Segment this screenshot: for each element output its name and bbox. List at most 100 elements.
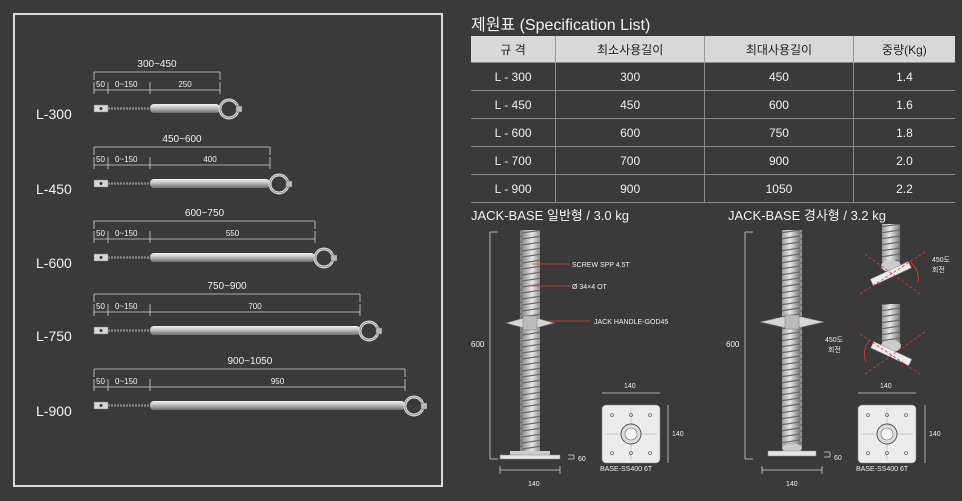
range-label: 900~1050	[227, 356, 273, 367]
base-plate-top-view: 140 140 BASE-SS400 6T	[856, 383, 941, 473]
plate-material-label: BASE-SS400 6T	[600, 466, 653, 473]
cell: 1050	[704, 174, 854, 203]
segment-b-label: 0~150	[115, 377, 138, 386]
segment-c-label: 250	[178, 80, 192, 89]
cell: L - 600	[471, 118, 556, 147]
cell: 300	[555, 62, 705, 91]
jack-general-title: JACK-BASE 일반형 / 3.0 kg	[471, 208, 629, 223]
size-diagram-svg	[93, 71, 428, 417]
segment-b-label: 0~150	[115, 229, 138, 238]
base-plate-side	[767, 450, 817, 457]
segment-c-label: 700	[248, 302, 262, 311]
table-row: L - 300 300 450 1.4	[471, 62, 955, 91]
range-label: 450~600	[162, 134, 202, 145]
support-tube	[150, 401, 405, 410]
height-dim-label: 600	[471, 340, 485, 349]
cell: 1.8	[852, 118, 955, 147]
jack-incline-title: JACK-BASE 경사형 / 3.2 kg	[728, 208, 886, 223]
support-tube	[150, 253, 315, 262]
rotation-label-top: 450도	[932, 256, 951, 264]
segment-a-label: 50	[96, 377, 105, 386]
cell: L - 900	[471, 174, 556, 203]
support-tube	[150, 326, 360, 335]
col-header: 중량(Kg)	[852, 36, 955, 63]
plate-width-label: 140	[624, 383, 636, 390]
segment-c-label: 950	[270, 377, 285, 386]
segment-c-label: 400	[203, 155, 217, 164]
model-label: L-300	[36, 106, 72, 122]
rotation-label-bottom: 450도	[825, 336, 844, 344]
cell: 700	[555, 146, 705, 175]
cell: 450	[555, 90, 705, 119]
col-header: 규 격	[471, 36, 556, 63]
model-label: L-450	[36, 181, 72, 197]
segment-a-label: 50	[96, 80, 105, 89]
spec-table: 규 격 최소사용길이 최대사용길이 중량(Kg) L - 300 300 450…	[471, 36, 955, 203]
diameter-label: Ø 34×4 OT	[572, 284, 608, 291]
cell: 600	[555, 118, 705, 147]
cell: 2.2	[852, 174, 955, 203]
cell: 1.6	[852, 90, 955, 119]
clamp-bolt	[330, 254, 338, 262]
height-dimension	[489, 231, 498, 460]
col-header: 최소사용길이	[555, 36, 705, 63]
base-dim-label: 140	[528, 481, 540, 488]
plate-height-label: 140	[929, 431, 941, 438]
segment-a-label: 50	[96, 302, 105, 311]
clamp-bolt	[375, 327, 383, 335]
support-tube	[150, 104, 220, 113]
red-leaders	[532, 263, 590, 322]
plate-height-label: 140	[672, 431, 684, 438]
plate-width-label: 140	[880, 383, 892, 390]
base-plate-top-view: 140 140 BASE-SS400 6T	[600, 383, 684, 473]
thick-dim-label: 60	[834, 455, 842, 462]
spec-title: 제원표 (Specification List)	[471, 17, 651, 34]
plate-material-label: BASE-SS400 6T	[856, 466, 909, 473]
handle-label: JACK HANDLE-GOD45	[594, 319, 668, 326]
model-label: L-600	[36, 255, 72, 271]
height-dim-label: 600	[726, 340, 740, 349]
segment-a-label: 50	[96, 155, 105, 164]
cell: L - 450	[471, 90, 556, 119]
cell: L - 300	[471, 62, 556, 91]
screw-shaft	[782, 230, 802, 448]
table-row: L - 900 900 1050 2.2	[471, 174, 955, 203]
jack-incline-drawing: 600 450도 회전 450도 회전 60 140 140	[726, 224, 951, 488]
clamp-bolt	[285, 180, 293, 188]
jack-handle	[759, 314, 825, 330]
model-label: L-750	[36, 328, 72, 344]
base-dim-label: 140	[786, 481, 798, 488]
table-row: L - 600 600 750 1.8	[471, 118, 955, 147]
base-plate-side	[499, 454, 561, 460]
screw-shaft	[520, 230, 540, 452]
segment-b-label: 0~150	[115, 155, 138, 164]
segment-c-label: 550	[225, 229, 240, 238]
screw-label: SCREW SPP 4.5T	[572, 262, 631, 269]
rotation-label-top-2: 회전	[932, 265, 945, 274]
cell: 900	[555, 174, 705, 203]
range-label: 600~750	[184, 208, 225, 219]
height-dimension	[744, 231, 753, 460]
cell: 2.0	[852, 146, 955, 175]
segment-b-label: 0~150	[115, 302, 138, 311]
rotation-example-top	[859, 224, 926, 295]
segment-a-label: 50	[96, 229, 105, 238]
table-row: L - 700 700 900 2.0	[471, 146, 955, 175]
base-collar	[510, 451, 550, 455]
rotation-example-bottom	[859, 304, 926, 375]
cell: 600	[704, 90, 854, 119]
cell: 750	[704, 118, 854, 147]
support-tube	[150, 179, 270, 188]
segment-b-label: 0~150	[115, 80, 138, 89]
jack-handle	[504, 315, 556, 331]
col-header: 최대사용길이	[704, 36, 854, 63]
clamp-bolt	[235, 105, 243, 113]
model-label: L-900	[36, 403, 72, 419]
cell: 1.4	[852, 62, 955, 91]
table-row: L - 450 450 600 1.6	[471, 90, 955, 119]
range-label: 300~450	[137, 59, 177, 70]
jack-general-drawing: 600 SCREW SPP 4.5T Ø 34×4 OT JACK HANDLE…	[471, 230, 684, 488]
cell: L - 700	[471, 146, 556, 175]
range-label: 750~900	[207, 281, 247, 292]
rotation-label-bottom-2: 회전	[828, 345, 841, 354]
